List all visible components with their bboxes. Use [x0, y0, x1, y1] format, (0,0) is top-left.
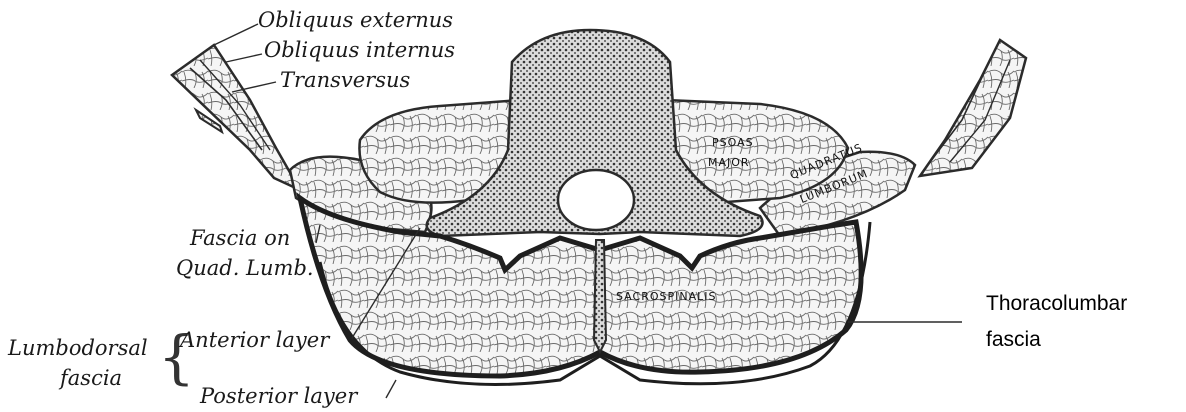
label-obliquus-internus: Obliquus internus	[264, 38, 455, 62]
label-sacrospinalis: SACROSPINALIS	[616, 290, 716, 303]
label-thoracolumbar: Thoracolumbar	[986, 292, 1127, 316]
label-anterior-layer: Anterior layer	[180, 328, 329, 352]
label-transversus: Transversus	[280, 68, 410, 92]
label-lumbodorsal-fascia: fascia	[60, 366, 122, 390]
label-fascia-on: Fascia on	[190, 226, 290, 250]
label-obliquus-externus: Obliquus externus	[258, 8, 453, 32]
left-abdominal-wall	[172, 45, 300, 190]
right-abdominal-wall	[920, 40, 1026, 176]
label-psoas: PSOAS	[712, 136, 754, 149]
spinal-canal	[558, 170, 634, 230]
label-quad-lumb: Quad. Lumb.	[176, 256, 314, 280]
label-lumbodorsal: Lumbodorsal	[8, 336, 148, 360]
spinous-process	[594, 240, 606, 352]
label-major: MAJOR	[708, 156, 750, 169]
label-posterior-layer: Posterior layer	[200, 384, 357, 408]
label-thoracolumbar-fascia: fascia	[986, 328, 1041, 352]
